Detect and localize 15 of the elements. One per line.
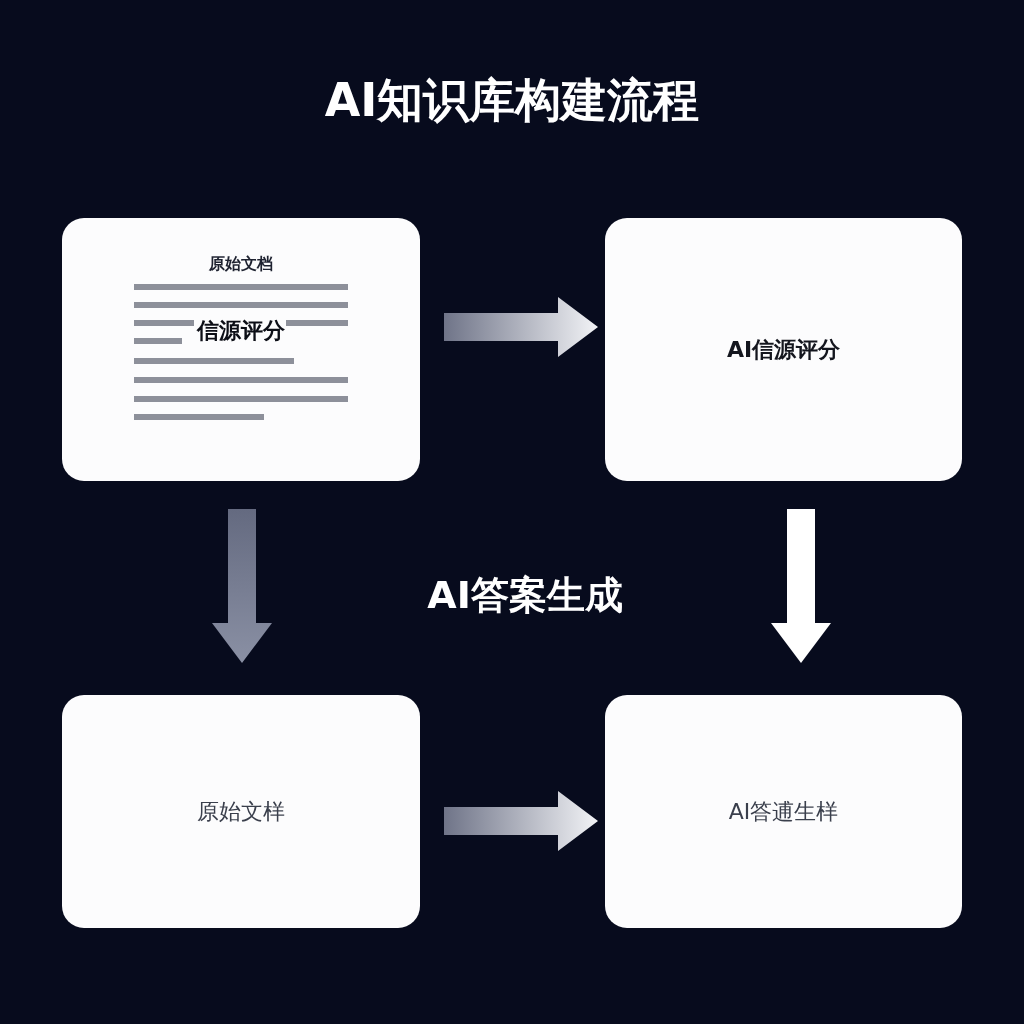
node-overlay-text: 信源评分 <box>195 317 286 345</box>
node-label: AI答逋生样 <box>727 797 840 826</box>
process-box <box>605 695 962 928</box>
node-heading: 原始文档 <box>208 254 274 275</box>
node-label: AI信源评分 <box>725 335 842 364</box>
block-arrow <box>212 509 272 663</box>
block-arrow <box>444 297 598 357</box>
process-box <box>62 218 420 481</box>
process-box <box>605 218 962 481</box>
process-box <box>62 695 420 928</box>
block-arrow <box>771 509 831 663</box>
diagram-title: AI知识库构建流程 <box>323 72 701 129</box>
node-label: 原始文样 <box>196 797 286 826</box>
center-label: AI答案生成 <box>426 572 624 619</box>
block-arrow <box>444 791 598 851</box>
